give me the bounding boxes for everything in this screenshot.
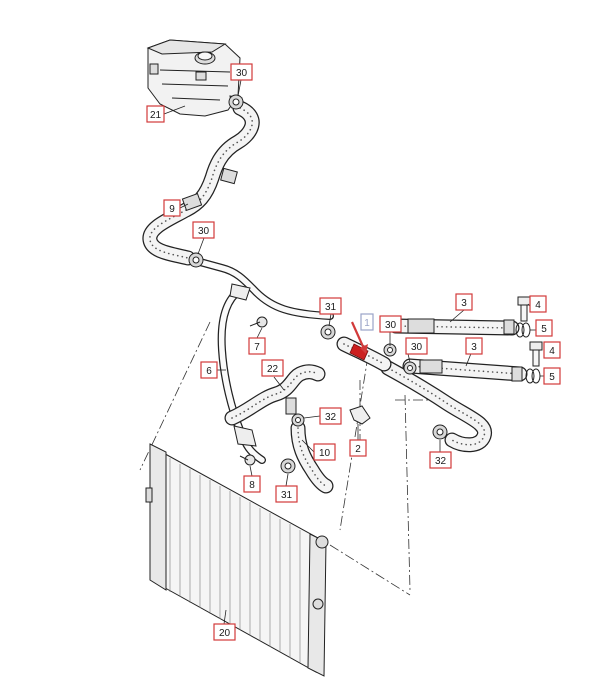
callout-22[interactable]: 22 — [261, 359, 284, 377]
hose-clamp-30-lower-right[interactable] — [403, 361, 417, 375]
svg-text:30: 30 — [236, 68, 248, 79]
svg-text:8: 8 — [249, 480, 255, 491]
callout-8[interactable]: 8 — [243, 475, 261, 493]
callout-9[interactable]: 9 — [163, 199, 181, 217]
callouts: 21 30 9 30 31 7 6 22 32 10 8 31 2 1 30 3… — [146, 63, 561, 641]
hose-clamp-32-right[interactable] — [432, 424, 448, 440]
svg-text:7: 7 — [254, 342, 260, 353]
metal-coolant-pipe-6[interactable] — [217, 283, 266, 464]
svg-text:6: 6 — [206, 366, 212, 377]
callout-6[interactable]: 6 — [200, 361, 218, 379]
callout-30-hose9[interactable]: 30 — [192, 221, 215, 239]
svg-text:3: 3 — [471, 342, 477, 353]
callout-7[interactable]: 7 — [248, 337, 266, 355]
callout-4-lower[interactable]: 4 — [543, 341, 561, 359]
coolant-hose-1[interactable] — [336, 336, 392, 372]
coolant-hose-lower-right[interactable] — [380, 360, 492, 453]
bolt-4-lower[interactable] — [529, 341, 543, 367]
bracket-2[interactable] — [349, 405, 371, 425]
callout-5-upper[interactable]: 5 — [535, 319, 553, 337]
callout-32-left[interactable]: 32 — [319, 407, 342, 425]
callout-1[interactable]: 1 — [360, 313, 374, 331]
callout-3-upper[interactable]: 3 — [455, 293, 473, 311]
svg-text:4: 4 — [549, 346, 555, 357]
callout-3-lower[interactable]: 3 — [465, 337, 483, 355]
expansion-tank[interactable] — [146, 39, 243, 117]
svg-text:20: 20 — [219, 628, 231, 639]
callout-30-lower-right[interactable]: 30 — [405, 337, 428, 355]
svg-text:3: 3 — [461, 298, 467, 309]
pointer-arrow-icon — [350, 321, 368, 354]
callout-20[interactable]: 20 — [213, 623, 236, 641]
hose-clamp-31-upper[interactable] — [320, 324, 336, 340]
svg-text:1: 1 — [364, 318, 370, 329]
callout-30-tank[interactable]: 30 — [230, 63, 253, 81]
svg-text:30: 30 — [385, 320, 397, 331]
leader-lines — [163, 79, 548, 625]
radiator[interactable] — [145, 443, 329, 677]
svg-text:21: 21 — [150, 110, 162, 121]
callout-21[interactable]: 21 — [146, 105, 165, 123]
svg-text:32: 32 — [435, 456, 447, 467]
svg-text:5: 5 — [541, 324, 547, 335]
svg-text:30: 30 — [411, 342, 423, 353]
svg-text:5: 5 — [549, 372, 555, 383]
callout-31-lower[interactable]: 31 — [275, 485, 298, 503]
hose-clamp-30-tank[interactable] — [228, 94, 244, 110]
callout-4-upper[interactable]: 4 — [529, 295, 547, 313]
coolant-hose-9[interactable] — [142, 100, 260, 266]
o-ring-5-lower[interactable] — [525, 368, 541, 384]
svg-text:30: 30 — [198, 226, 210, 237]
callout-32-right[interactable]: 32 — [429, 451, 452, 469]
callout-5-lower[interactable]: 5 — [543, 367, 561, 385]
heater-hose-3-lower[interactable] — [402, 358, 528, 382]
svg-text:31: 31 — [325, 302, 337, 313]
svg-text:4: 4 — [535, 300, 541, 311]
assembly-centerlines — [139, 321, 455, 596]
callout-30-upper-right[interactable]: 30 — [379, 315, 402, 333]
hose-clamp-31-lower[interactable] — [280, 458, 296, 474]
hose-clamp-30-hose9[interactable] — [188, 252, 204, 268]
svg-text:32: 32 — [325, 412, 337, 423]
svg-text:22: 22 — [267, 364, 279, 375]
coolant-hose-10[interactable] — [290, 420, 334, 494]
hose-clamp-32-left[interactable] — [291, 413, 305, 427]
svg-text:31: 31 — [281, 490, 293, 501]
coolant-hose-22[interactable] — [224, 364, 326, 426]
bolt-4-upper[interactable] — [517, 296, 531, 322]
callout-2[interactable]: 2 — [349, 439, 367, 457]
callout-10[interactable]: 10 — [313, 443, 336, 461]
svg-text:9: 9 — [169, 204, 175, 215]
screw-8[interactable] — [239, 454, 256, 466]
screw-7[interactable] — [249, 316, 268, 328]
heater-hose-3-upper[interactable] — [388, 318, 520, 336]
svg-text:2: 2 — [355, 444, 361, 455]
metal-coolant-pipe-upper[interactable] — [196, 258, 334, 320]
callout-31-upper[interactable]: 31 — [319, 297, 342, 315]
svg-text:10: 10 — [319, 448, 331, 459]
